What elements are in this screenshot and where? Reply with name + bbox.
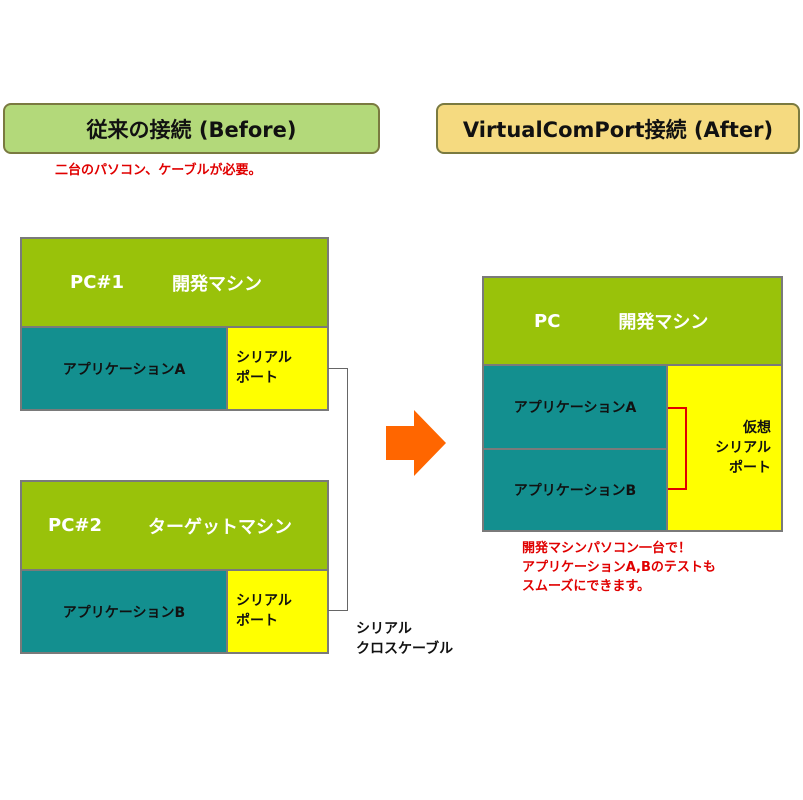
serial-cable — [328, 368, 348, 611]
right-arrow-icon — [386, 410, 446, 476]
pc1-header: PC#1 開発マシン — [20, 237, 329, 328]
cable-label-line: シリアル — [356, 621, 412, 637]
pc1-role: 開発マシン — [172, 273, 263, 295]
before-note: 二台のパソコン、ケーブルが必要。 — [55, 163, 262, 178]
after-header: VirtualComPort接続 (After) — [436, 103, 800, 154]
note-line: アプリケーションA,Bのテストも — [522, 560, 716, 575]
port-label: シリアル — [715, 440, 771, 456]
after-app-b: アプリケーションB — [482, 448, 668, 532]
port-label: シリアル — [236, 350, 292, 366]
pc2-header: PC#2 ターゲットマシン — [20, 480, 329, 571]
after-pc-header: PC 開発マシン — [482, 276, 783, 366]
port-label: ポート — [729, 460, 771, 476]
pc2-role: ターゲットマシン — [148, 516, 293, 538]
port-label: ポート — [236, 613, 278, 629]
virtual-link-bracket — [668, 407, 687, 490]
after-app-a: アプリケーションA — [482, 364, 668, 450]
pc2-serial-port: シリアル ポート — [226, 569, 329, 654]
pc2-name: PC#2 — [48, 515, 103, 536]
port-label: ポート — [236, 370, 278, 386]
after-note: 開発マシンパソコン一台で！ アプリケーションA,Bのテストも スムーズにできます… — [522, 539, 716, 596]
pc1-name: PC#1 — [70, 272, 125, 293]
after-pc-name: PC — [534, 310, 561, 332]
after-pc-role: 開発マシン — [618, 312, 709, 333]
cable-label-line: クロスケーブル — [356, 641, 454, 657]
note-line: スムーズにできます。 — [522, 579, 651, 594]
port-label: シリアル — [236, 593, 292, 609]
pc2-app: アプリケーションB — [20, 569, 228, 654]
port-label: 仮想 — [743, 420, 771, 436]
pc1-serial-port: シリアル ポート — [226, 326, 329, 411]
note-line: 開発マシンパソコン一台で！ — [522, 541, 692, 556]
pc1-app: アプリケーションA — [20, 326, 228, 411]
cable-label: シリアル クロスケーブル — [356, 619, 453, 659]
before-header: 従来の接続 (Before) — [3, 103, 380, 154]
